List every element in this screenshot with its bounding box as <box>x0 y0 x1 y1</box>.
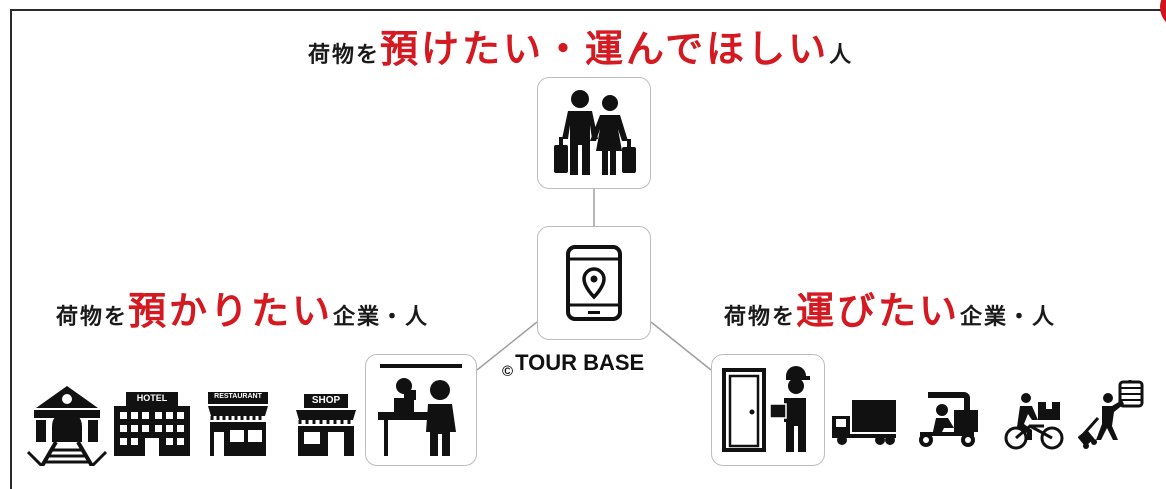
smartphone-location-icon <box>566 245 622 321</box>
heading-senders-prefix: 荷物を <box>308 43 381 68</box>
heading-carriers-suffix: 企業・人 <box>960 305 1057 330</box>
senders-box <box>537 77 651 189</box>
copyright-mark: © <box>502 363 514 380</box>
platform-box <box>537 226 651 340</box>
shop-icon: SHOP <box>294 394 358 456</box>
walking-porter-icon <box>1078 380 1144 449</box>
delivery-person-at-door-icon <box>722 366 810 452</box>
carriers-box <box>711 354 825 466</box>
bicycle-courier-icon <box>1004 393 1064 450</box>
train-station-icon <box>26 386 108 466</box>
heading-carriers-emphasis: 運びたい <box>796 289 961 333</box>
shop-sign-label: SHOP <box>311 395 341 406</box>
frame-border <box>10 0 1166 489</box>
heading-carriers: 荷物を運びたい企業・人 <box>724 280 1056 335</box>
brand-name: TOUR BASE <box>515 350 645 375</box>
travelers-with-luggage-icon <box>554 90 636 175</box>
heading-senders: 荷物を預けたい・運んでほしい人 <box>308 18 853 73</box>
heading-senders-emphasis: 預けたい・運んでほしい <box>380 27 830 71</box>
heading-senders-suffix: 人 <box>829 43 854 68</box>
connector-lines <box>476 189 712 371</box>
heading-storers-emphasis: 預かりたい <box>128 289 334 333</box>
heading-storers-suffix: 企業・人 <box>333 305 430 330</box>
restaurant-icon: RESTAURANT <box>206 392 270 456</box>
heading-carriers-prefix: 荷物を <box>724 305 797 330</box>
hotel-sign-label: HOTEL <box>136 393 168 403</box>
heading-storers-prefix: 荷物を <box>56 305 129 330</box>
delivery-scooter-icon <box>919 392 978 447</box>
heading-storers: 荷物を預かりたい企業・人 <box>56 280 429 335</box>
restaurant-sign-label: RESTAURANT <box>214 393 262 400</box>
delivery-truck-icon <box>832 400 896 445</box>
storers-box <box>365 354 477 466</box>
reception-counter-icon <box>378 364 462 456</box>
hotel-icon: HOTEL <box>110 392 194 456</box>
corner-badge <box>1160 0 1166 29</box>
brand-label: ©TOUR BASE <box>502 350 644 380</box>
